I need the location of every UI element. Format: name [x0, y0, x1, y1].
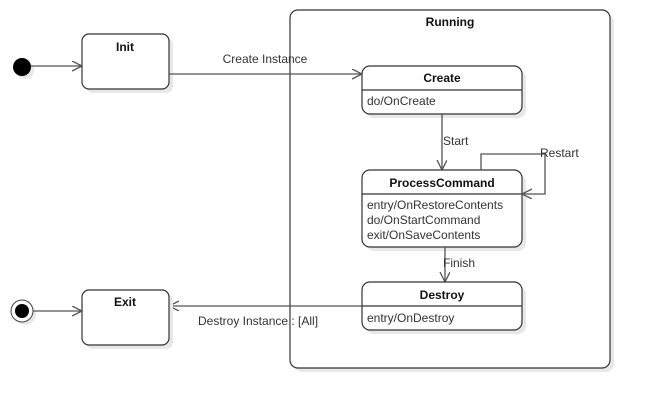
state-process-activity: do/OnStartCommand — [367, 213, 480, 227]
transition-create-instance-label: Create Instance — [223, 52, 308, 66]
state-create-activity: do/OnCreate — [367, 94, 436, 108]
state-process-activity: exit/OnSaveContents — [367, 228, 480, 242]
state-create[interactable]: Create do/OnCreate — [361, 65, 526, 118]
state-destroy-activity: entry/OnDestroy — [367, 311, 454, 325]
state-init[interactable]: Init — [81, 33, 173, 93]
transition-start-label: Start — [443, 134, 469, 148]
transition-destroy-instance-label: Destroy Instance : [All] — [198, 314, 318, 328]
initial-state[interactable] — [13, 58, 31, 76]
state-process-command[interactable]: ProcessCommand entry/OnRestoreContents d… — [361, 169, 526, 251]
state-running-title: Running — [426, 15, 475, 29]
state-process-command-title: ProcessCommand — [389, 176, 494, 190]
state-init-title: Init — [116, 40, 134, 54]
state-exit-title: Exit — [114, 295, 136, 309]
transition-restart-label: Restart — [540, 146, 579, 160]
state-process-activity: entry/OnRestoreContents — [367, 198, 503, 212]
final-state[interactable] — [10, 299, 34, 323]
state-destroy[interactable]: Destroy entry/OnDestroy — [361, 281, 526, 334]
state-exit[interactable]: Exit — [81, 289, 173, 349]
state-create-title: Create — [423, 71, 461, 85]
state-destroy-title: Destroy — [420, 288, 465, 302]
transition-restart[interactable] — [480, 153, 546, 194]
transition-finish-label: Finish — [443, 256, 475, 270]
